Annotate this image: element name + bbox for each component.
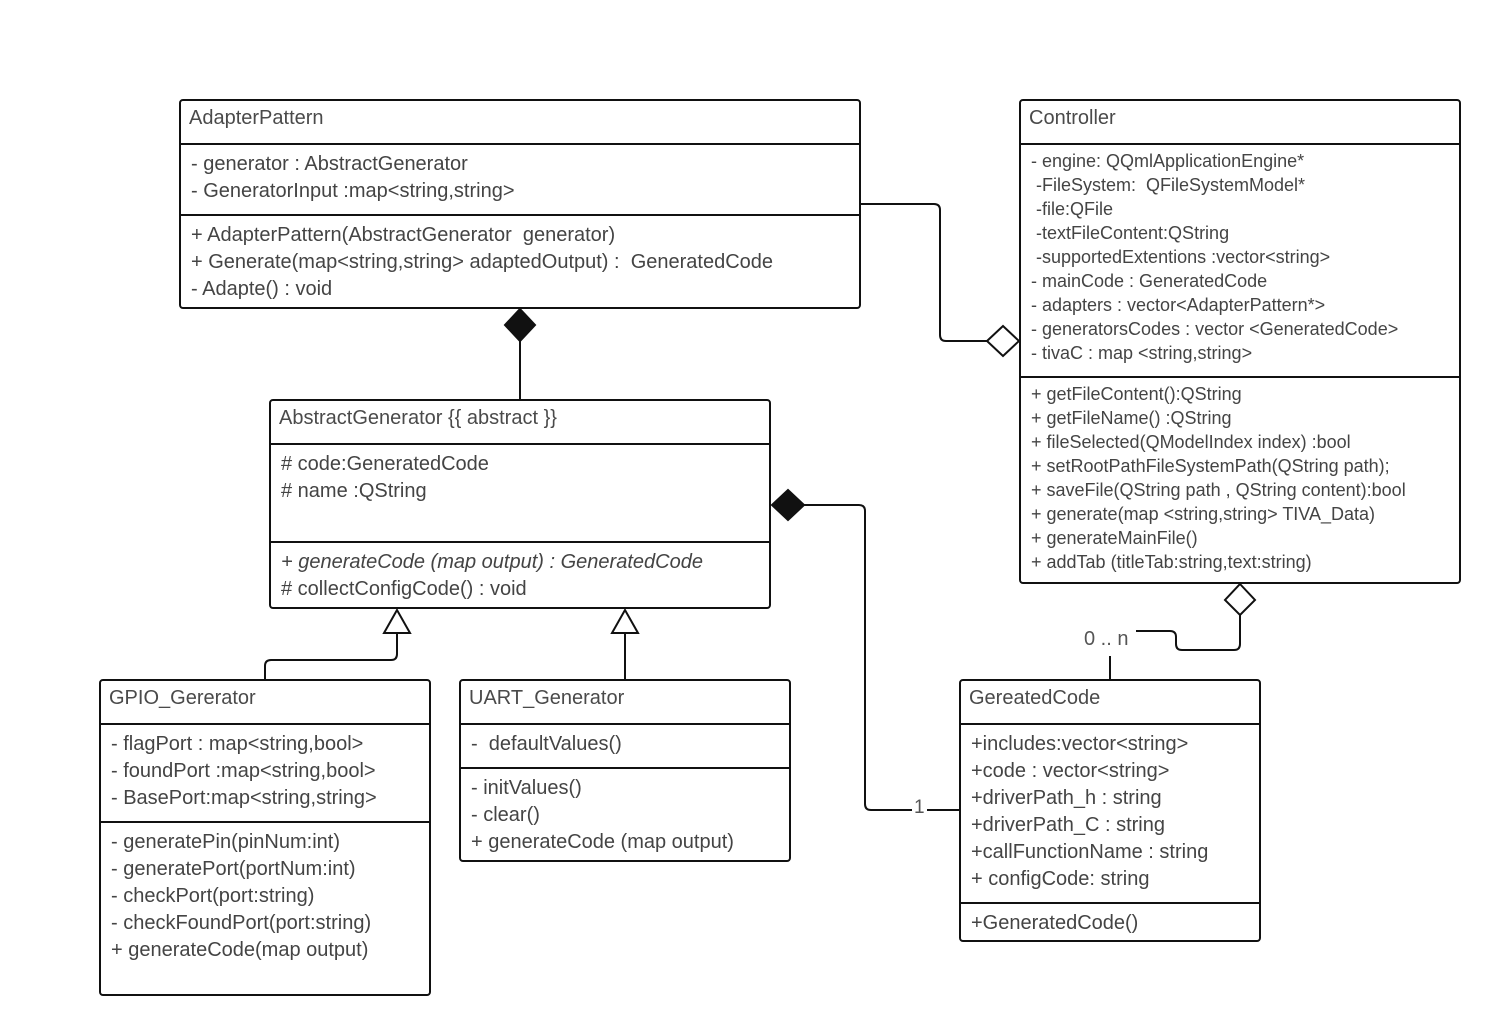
attribute: -textFileContent:QString	[1031, 223, 1230, 243]
method: + generate(map <string,string> TIVA_Data…	[1031, 504, 1376, 524]
attribute: # name :QString	[281, 480, 427, 502]
method: - checkFoundPort(port:string)	[111, 912, 372, 934]
methods-section: + AdapterPattern(AbstractGenerator gener…	[181, 214, 859, 303]
class-generated-code[interactable]: GereatedCode +includes:vector<string> +c…	[959, 679, 1261, 942]
multiplicity-abstract-generated: 1	[912, 797, 927, 819]
method: + addTab (titleTab:string,text:string)	[1031, 552, 1312, 572]
attribute: +code : vector<string>	[971, 760, 1170, 782]
methods-section: +GeneratedCode()	[961, 902, 1259, 937]
class-uart-generator[interactable]: UART_Generator - defaultValues() - initV…	[459, 679, 791, 862]
attributes-section: - engine: QQmlApplicationEngine* -FileSy…	[1021, 145, 1459, 376]
method: - generatePin(pinNum:int)	[111, 831, 340, 853]
attribute: +driverPath_C : string	[971, 814, 1165, 836]
class-name: AdapterPattern	[181, 101, 859, 145]
aggregation-adapter-controller	[860, 203, 987, 342]
method: - generatePort(portNum:int)	[111, 858, 356, 880]
method: +GeneratedCode()	[971, 912, 1139, 934]
class-gpio-generator[interactable]: GPIO_Gererator - flagPort : map<string,b…	[99, 679, 431, 996]
attributes-section: # code:GeneratedCode # name :QString	[271, 445, 769, 541]
method: # collectConfigCode() : void	[281, 578, 527, 600]
methods-section: - generatePin(pinNum:int) - generatePort…	[101, 821, 429, 964]
attribute: - mainCode : GeneratedCode	[1031, 271, 1268, 291]
method: + getFileName() :QString	[1031, 408, 1232, 428]
aggregation-diamond-controller	[985, 324, 1021, 358]
composition-diamond-adapter	[503, 307, 537, 343]
method: + AdapterPattern(AbstractGenerator gener…	[191, 224, 616, 246]
attribute: - adapters : vector<AdapterPattern*>	[1031, 295, 1326, 315]
method: - checkPort(port:string)	[111, 885, 315, 907]
attribute: # code:GeneratedCode	[281, 453, 489, 475]
generalization-gpio-abstract	[264, 633, 398, 681]
attribute: - foundPort :map<string,bool>	[111, 760, 376, 782]
methods-section: + getFileContent():QString + getFileName…	[1021, 376, 1459, 574]
attribute: +driverPath_h : string	[971, 787, 1162, 809]
aggregation-diamond-controller-bottom	[1223, 582, 1257, 617]
attribute: - BasePort:map<string,string>	[111, 787, 377, 809]
attributes-section: - flagPort : map<string,bool> - foundPor…	[101, 725, 429, 821]
method: + Generate(map<string,string> adaptedOut…	[191, 251, 774, 273]
attribute: + configCode: string	[971, 868, 1150, 890]
method: + generateCode (map output) : GeneratedC…	[281, 551, 703, 573]
generalization-triangle-gpio	[382, 607, 412, 634]
attribute: - generator : AbstractGenerator	[191, 153, 468, 175]
attribute: -supportedExtentions :vector<string>	[1031, 247, 1331, 267]
composition-diamond-abstract	[770, 488, 806, 522]
attribute: - engine: QQmlApplicationEngine*	[1031, 151, 1305, 171]
class-name: Controller	[1021, 101, 1459, 145]
method: + generateCode(map output)	[111, 939, 369, 961]
methods-section: - initValues() - clear() + generateCode …	[461, 767, 789, 856]
method: + setRootPathFileSystemPath(QString path…	[1031, 456, 1390, 476]
method: - initValues()	[471, 777, 582, 799]
attributes-section: - generator : AbstractGenerator - Genera…	[181, 145, 859, 214]
generalization-triangle-uart	[610, 607, 640, 634]
attribute: - GeneratorInput :map<string,string>	[191, 180, 515, 202]
attribute: -FileSystem: QFileSystemModel*	[1031, 175, 1306, 195]
class-name: GPIO_Gererator	[101, 681, 429, 725]
attribute: +callFunctionName : string	[971, 841, 1209, 863]
method: - Adapte() : void	[191, 278, 333, 300]
attribute: +includes:vector<string>	[971, 733, 1189, 755]
method: + generateCode (map output)	[471, 831, 734, 853]
attribute: - generatorsCodes : vector <GeneratedCod…	[1031, 319, 1399, 339]
attributes-section: - defaultValues()	[461, 725, 789, 767]
attribute: - flagPort : map<string,bool>	[111, 733, 364, 755]
attributes-section: +includes:vector<string> +code : vector<…	[961, 725, 1259, 902]
attribute: - defaultValues()	[471, 733, 622, 755]
class-name: GereatedCode	[961, 681, 1259, 725]
methods-section: + generateCode (map output) : GeneratedC…	[271, 541, 769, 603]
class-controller[interactable]: Controller - engine: QQmlApplicationEngi…	[1019, 99, 1461, 584]
attribute: - tivaC : map <string,string>	[1031, 343, 1253, 363]
composition-generated-abstract	[804, 504, 961, 811]
class-abstract-generator[interactable]: AbstractGenerator {{ abstract }} # code:…	[269, 399, 771, 609]
method: + generateMainFile()	[1031, 528, 1198, 548]
class-name: AbstractGenerator {{ abstract }}	[271, 401, 769, 445]
aggregation-generated-controller	[1136, 614, 1241, 651]
method: + fileSelected(QModelIndex index) :bool	[1031, 432, 1351, 452]
multiplicity-controller-generated: 0 .. n	[1082, 628, 1131, 651]
method: + getFileContent():QString	[1031, 384, 1242, 404]
method: - clear()	[471, 804, 540, 826]
attribute: -file:QFile	[1031, 199, 1114, 219]
class-adapter-pattern[interactable]: AdapterPattern - generator : AbstractGen…	[179, 99, 861, 309]
class-name: UART_Generator	[461, 681, 789, 725]
method: + saveFile(QString path , QString conten…	[1031, 480, 1406, 500]
